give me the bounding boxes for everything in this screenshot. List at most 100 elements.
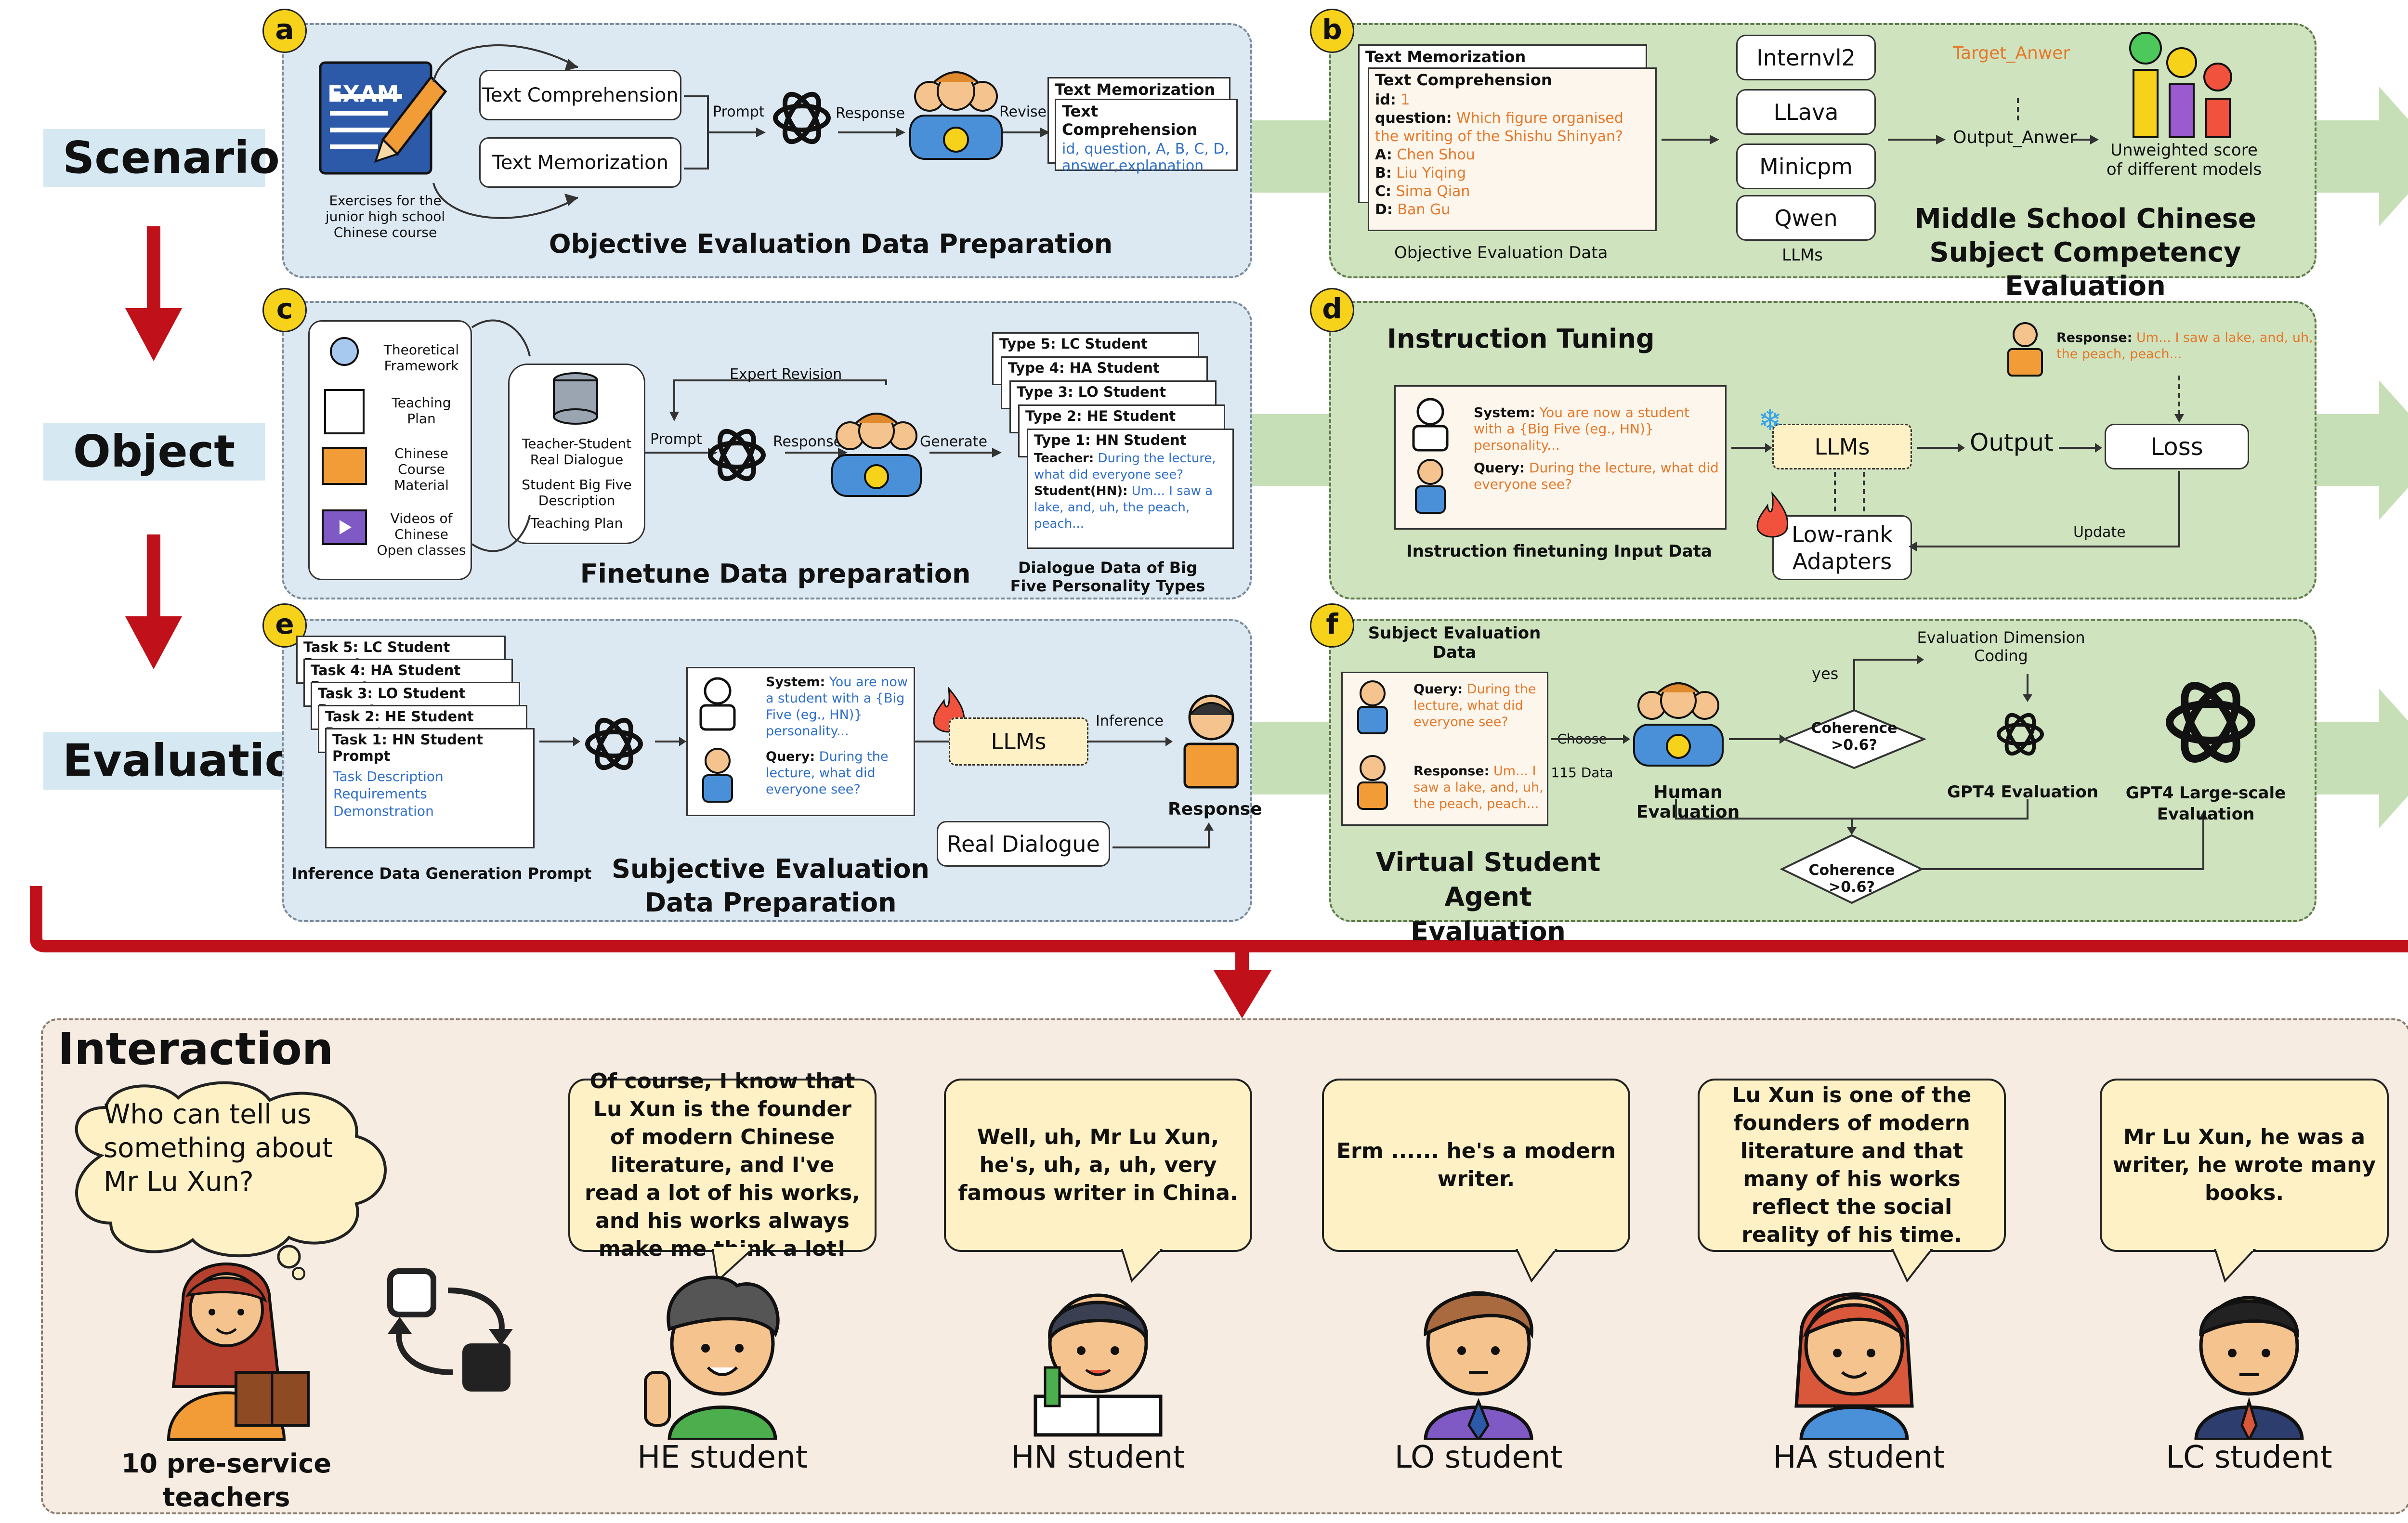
llm-llava: LLava bbox=[1736, 89, 1876, 135]
loss-box: Loss bbox=[2105, 424, 2249, 469]
text-memorization-button[interactable]: Text Memorization bbox=[479, 137, 681, 188]
objective-data-caption: Objective Evaluation Data bbox=[1394, 243, 1608, 262]
title-d: Instruction Tuning bbox=[1387, 324, 1655, 354]
adapters-box: Low-rank Adapters bbox=[1772, 515, 1912, 580]
inference-system: System: You are now a student with a {Bi… bbox=[766, 675, 908, 739]
cycle-icon bbox=[387, 1268, 513, 1392]
instruction-input-box bbox=[1394, 385, 1727, 530]
teacher-bubble-text: Who can tell us something about Mr Lu Xu… bbox=[104, 1099, 333, 1198]
teacher-caption: 10 pre-service teachers bbox=[121, 1448, 331, 1512]
lc-student-label: LC student bbox=[2166, 1440, 2332, 1475]
badge-b: b bbox=[1310, 9, 1354, 53]
exam-icon bbox=[319, 61, 447, 175]
response-label-e: Response bbox=[1168, 799, 1262, 819]
snowflake-icon: ❄ bbox=[1758, 404, 1782, 437]
evaluator-icon bbox=[831, 413, 922, 497]
source-videos: Videos of Chinese Open classes bbox=[377, 510, 466, 558]
coherence-diamond-2: Coherence >0.6? bbox=[1808, 862, 1895, 896]
title-b: Middle School Chinese Subject Competency… bbox=[1914, 203, 2257, 302]
llm-internvl2: Internvl2 bbox=[1736, 35, 1876, 80]
arrows-d bbox=[1731, 376, 2184, 551]
he-student-avatar bbox=[644, 1276, 780, 1440]
update-label: Update bbox=[2073, 524, 2126, 541]
llm-qwen: Qwen bbox=[1736, 195, 1876, 241]
response-label-a: Response bbox=[836, 105, 905, 122]
title-e: Subjective Evaluation Data Preparation bbox=[612, 854, 929, 918]
badge-f: f bbox=[1310, 603, 1354, 648]
coherence-diamond-1: Coherence >0.6? bbox=[1811, 720, 1898, 754]
arrows-e bbox=[539, 737, 1214, 848]
subject-response: Response: Um... I saw a lake, and, uh, t… bbox=[1413, 764, 1544, 811]
db-real-dialogue: Teacher-Student Real Dialogue bbox=[522, 436, 632, 468]
student-icon bbox=[1412, 398, 1449, 514]
evaluator-icon bbox=[909, 71, 1003, 160]
thought-cloud bbox=[75, 1081, 387, 1280]
fire-icon bbox=[1756, 491, 1789, 538]
arrows-b bbox=[1662, 96, 2099, 144]
real-dialogue-box: Real Dialogue bbox=[937, 821, 1110, 867]
instr-caption: Instruction finetuning Input Data bbox=[1406, 542, 1712, 561]
student-ha-bubble: Lu Xun is one of the founders of modern … bbox=[1698, 1079, 2006, 1252]
badge-a: a bbox=[262, 9, 307, 53]
card-front-a: Text Comprehension id, question, A, B, C… bbox=[1055, 99, 1238, 174]
source-teaching-plan: Teaching Plan bbox=[392, 395, 451, 427]
gpt4-large-label: GPT4 Large-scale Evaluation bbox=[2125, 783, 2286, 824]
side-label-object: Object bbox=[43, 423, 265, 481]
db-teaching-plan: Teaching Plan bbox=[530, 515, 623, 531]
instr-system: System: You are now a student with a {Bi… bbox=[1474, 404, 1689, 453]
title-a: Objective Evaluation Data Preparation bbox=[549, 229, 1113, 259]
side-label-evaluation: Evaluation bbox=[43, 732, 327, 790]
llms-caption-b: LLMs bbox=[1782, 246, 1823, 265]
teacher-icon bbox=[1357, 680, 1388, 810]
hn-student-label: HN student bbox=[1011, 1440, 1185, 1475]
student-lc-bubble: Mr Lu Xun, he was a writer, he wrote man… bbox=[2100, 1079, 2389, 1252]
llms-box-e: LLMs bbox=[949, 717, 1088, 766]
student-lo-bubble: Erm ...... he's a modern writer. bbox=[1322, 1079, 1630, 1252]
exam-label: EXAM bbox=[327, 81, 399, 107]
eval-dimension-label: Evaluation Dimension Coding bbox=[1917, 628, 2085, 665]
prompt-label-a: Prompt bbox=[713, 104, 765, 120]
evaluator-icon bbox=[1633, 682, 1724, 767]
card-front-b: Text Comprehension id: 1 question: Which… bbox=[1368, 67, 1657, 231]
teacher-icon bbox=[167, 1263, 310, 1441]
output-answer: Output_Anwer bbox=[1953, 128, 2077, 147]
response-label-c: Response bbox=[773, 433, 843, 450]
title-f: Virtual Student Agent Evaluation bbox=[1375, 847, 1601, 947]
inference-label: Inference bbox=[1096, 713, 1164, 729]
source-theoretical: Theoretical Framework bbox=[383, 342, 459, 374]
generate-label-c: Generate bbox=[920, 433, 988, 450]
ha-student-avatar bbox=[1794, 1292, 1914, 1440]
dialogue-caption: Dialogue Data of Big Five Personality Ty… bbox=[1010, 559, 1205, 595]
db-big-five: Student Big Five Description bbox=[522, 477, 632, 508]
student-icon bbox=[699, 677, 736, 803]
llms-box-d: LLMs bbox=[1772, 424, 1912, 469]
output-label-d: Output bbox=[1970, 429, 2054, 456]
openai-icon bbox=[585, 717, 643, 770]
source-icons bbox=[322, 337, 367, 545]
expert-revision: Expert Revision bbox=[730, 366, 842, 383]
revise-label-a: Revise bbox=[999, 104, 1047, 120]
badge-e: e bbox=[262, 603, 307, 648]
type-card-1: Type 1: HN Student Teacher: During the l… bbox=[1027, 429, 1234, 549]
inference-query: Query: During the lecture, what did ever… bbox=[766, 749, 889, 797]
text-comprehension-button[interactable]: Text Comprehension bbox=[479, 70, 681, 120]
flow-f bbox=[1551, 655, 2208, 904]
hn-student-avatar bbox=[1034, 1293, 1163, 1437]
interaction-title: Interaction bbox=[58, 1023, 334, 1075]
database-icon bbox=[553, 372, 598, 425]
student-he-bubble: Of course, I know that Lu Xun is the fou… bbox=[568, 1069, 877, 1261]
subject-eval-caption: Subject Evaluation Data bbox=[1368, 624, 1541, 662]
openai-icon bbox=[708, 429, 766, 482]
title-c: Finetune Data preparation bbox=[580, 559, 971, 589]
side-label-scenario: Scenario bbox=[43, 129, 280, 187]
reading-student-icon bbox=[1183, 694, 1239, 789]
lo-student-avatar bbox=[1424, 1291, 1533, 1440]
subject-query: Query: During the lecture, what did ever… bbox=[1413, 682, 1536, 729]
he-student-label: HE student bbox=[637, 1440, 808, 1475]
instr-response: Response: Um... I saw a lake, and, uh, t… bbox=[2056, 330, 2313, 362]
reading-student-icon bbox=[2007, 322, 2043, 377]
prompt-label-c: Prompt bbox=[650, 431, 702, 448]
lo-student-label: LO student bbox=[1394, 1440, 1563, 1475]
target-answer: Target_Anwer bbox=[1953, 43, 2070, 63]
badge-c: c bbox=[262, 288, 307, 332]
